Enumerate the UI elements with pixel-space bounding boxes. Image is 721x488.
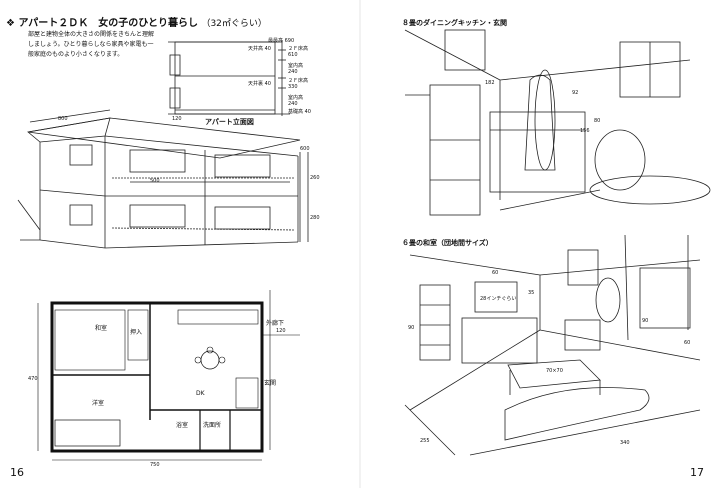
room-yokushitsu: 浴室	[176, 422, 189, 429]
elevation-diagram	[168, 40, 290, 116]
dim-tv-h: 35	[528, 290, 535, 296]
intro-line: しましょう。ひとり暮らしなら家具や家電も一	[28, 41, 154, 48]
intro-line: 部屋と建物全体の大きさの関係をきちんと理解	[28, 31, 155, 38]
room-washitsu: 和室	[95, 325, 108, 332]
floor-plan	[37, 290, 300, 461]
heading-title: アパート２ＤＫ 女の子のひとり暮らし	[18, 18, 198, 29]
kitchen-sketch	[404, 29, 711, 216]
elev-label: 天井裏 40	[248, 81, 271, 87]
dim-kitchen: 92	[572, 90, 579, 96]
section-heading-kitchen: ８畳のダイニングキッチン・玄関	[402, 19, 507, 27]
dim-width: 500	[150, 178, 160, 184]
dim-plan-height: 470	[28, 376, 38, 382]
left-heading: ❖ アパート２ＤＫ 女の子のひとり暮らし （32㎡ぐらい）	[6, 14, 267, 29]
dim-plan-width: 750	[150, 462, 160, 468]
room-dk: DK	[196, 390, 205, 397]
section-heading-washitsu: ６畳の和室（団地間サイズ）	[402, 239, 493, 247]
dim-roof: 600	[300, 146, 310, 152]
room-gaibu-roka: 外廊下	[266, 320, 285, 327]
tv-label: 28インチぐらい	[480, 296, 517, 302]
page-number-right: 17	[690, 466, 704, 479]
dim-width: 340	[620, 440, 630, 446]
dim-2f: 260	[310, 175, 320, 181]
building-perspective	[17, 109, 309, 249]
dim-tv-w: 60	[492, 270, 499, 276]
dim-mirror: 90	[642, 318, 649, 324]
room-oshiire: 押入	[130, 329, 143, 336]
heading-size: （32㎡ぐらい）	[201, 19, 267, 29]
elev-label: 120	[172, 116, 182, 122]
dim-table: 70×70	[546, 368, 563, 374]
dim-roka: 120	[276, 328, 286, 334]
washitsu-sketch	[404, 234, 701, 456]
intro-line: 般家庭のものより小さくなります。	[28, 51, 124, 58]
elev-label: 天井高 40	[248, 46, 271, 52]
room-yoshitsu: 洋室	[92, 400, 105, 407]
heading-mark: ❖	[6, 18, 15, 29]
page-number-left: 16	[10, 466, 24, 479]
dim-kitchen: 182	[485, 80, 495, 86]
elev-label: 基礎高 40	[288, 109, 311, 115]
dim-kitchen: 80	[594, 118, 601, 124]
room-senmenjo: 洗面所	[203, 422, 222, 429]
dim-window: 60	[684, 340, 691, 346]
dim-depth: 800	[58, 116, 68, 122]
room-genkan: 玄関	[264, 380, 277, 387]
dim-shelf: 90	[408, 325, 415, 331]
elev-label: 最最高 690	[268, 38, 295, 44]
dim-depth: 255	[420, 438, 430, 444]
intro-text: 部屋と建物全体の大きさの関係をきちんと理解 しましょう。ひとり暮らしなら家具や家…	[28, 30, 178, 60]
dim-kitchen: 156	[580, 128, 590, 134]
dim-1f: 280	[310, 215, 320, 221]
elevation-caption: アパート立面図	[205, 118, 254, 126]
